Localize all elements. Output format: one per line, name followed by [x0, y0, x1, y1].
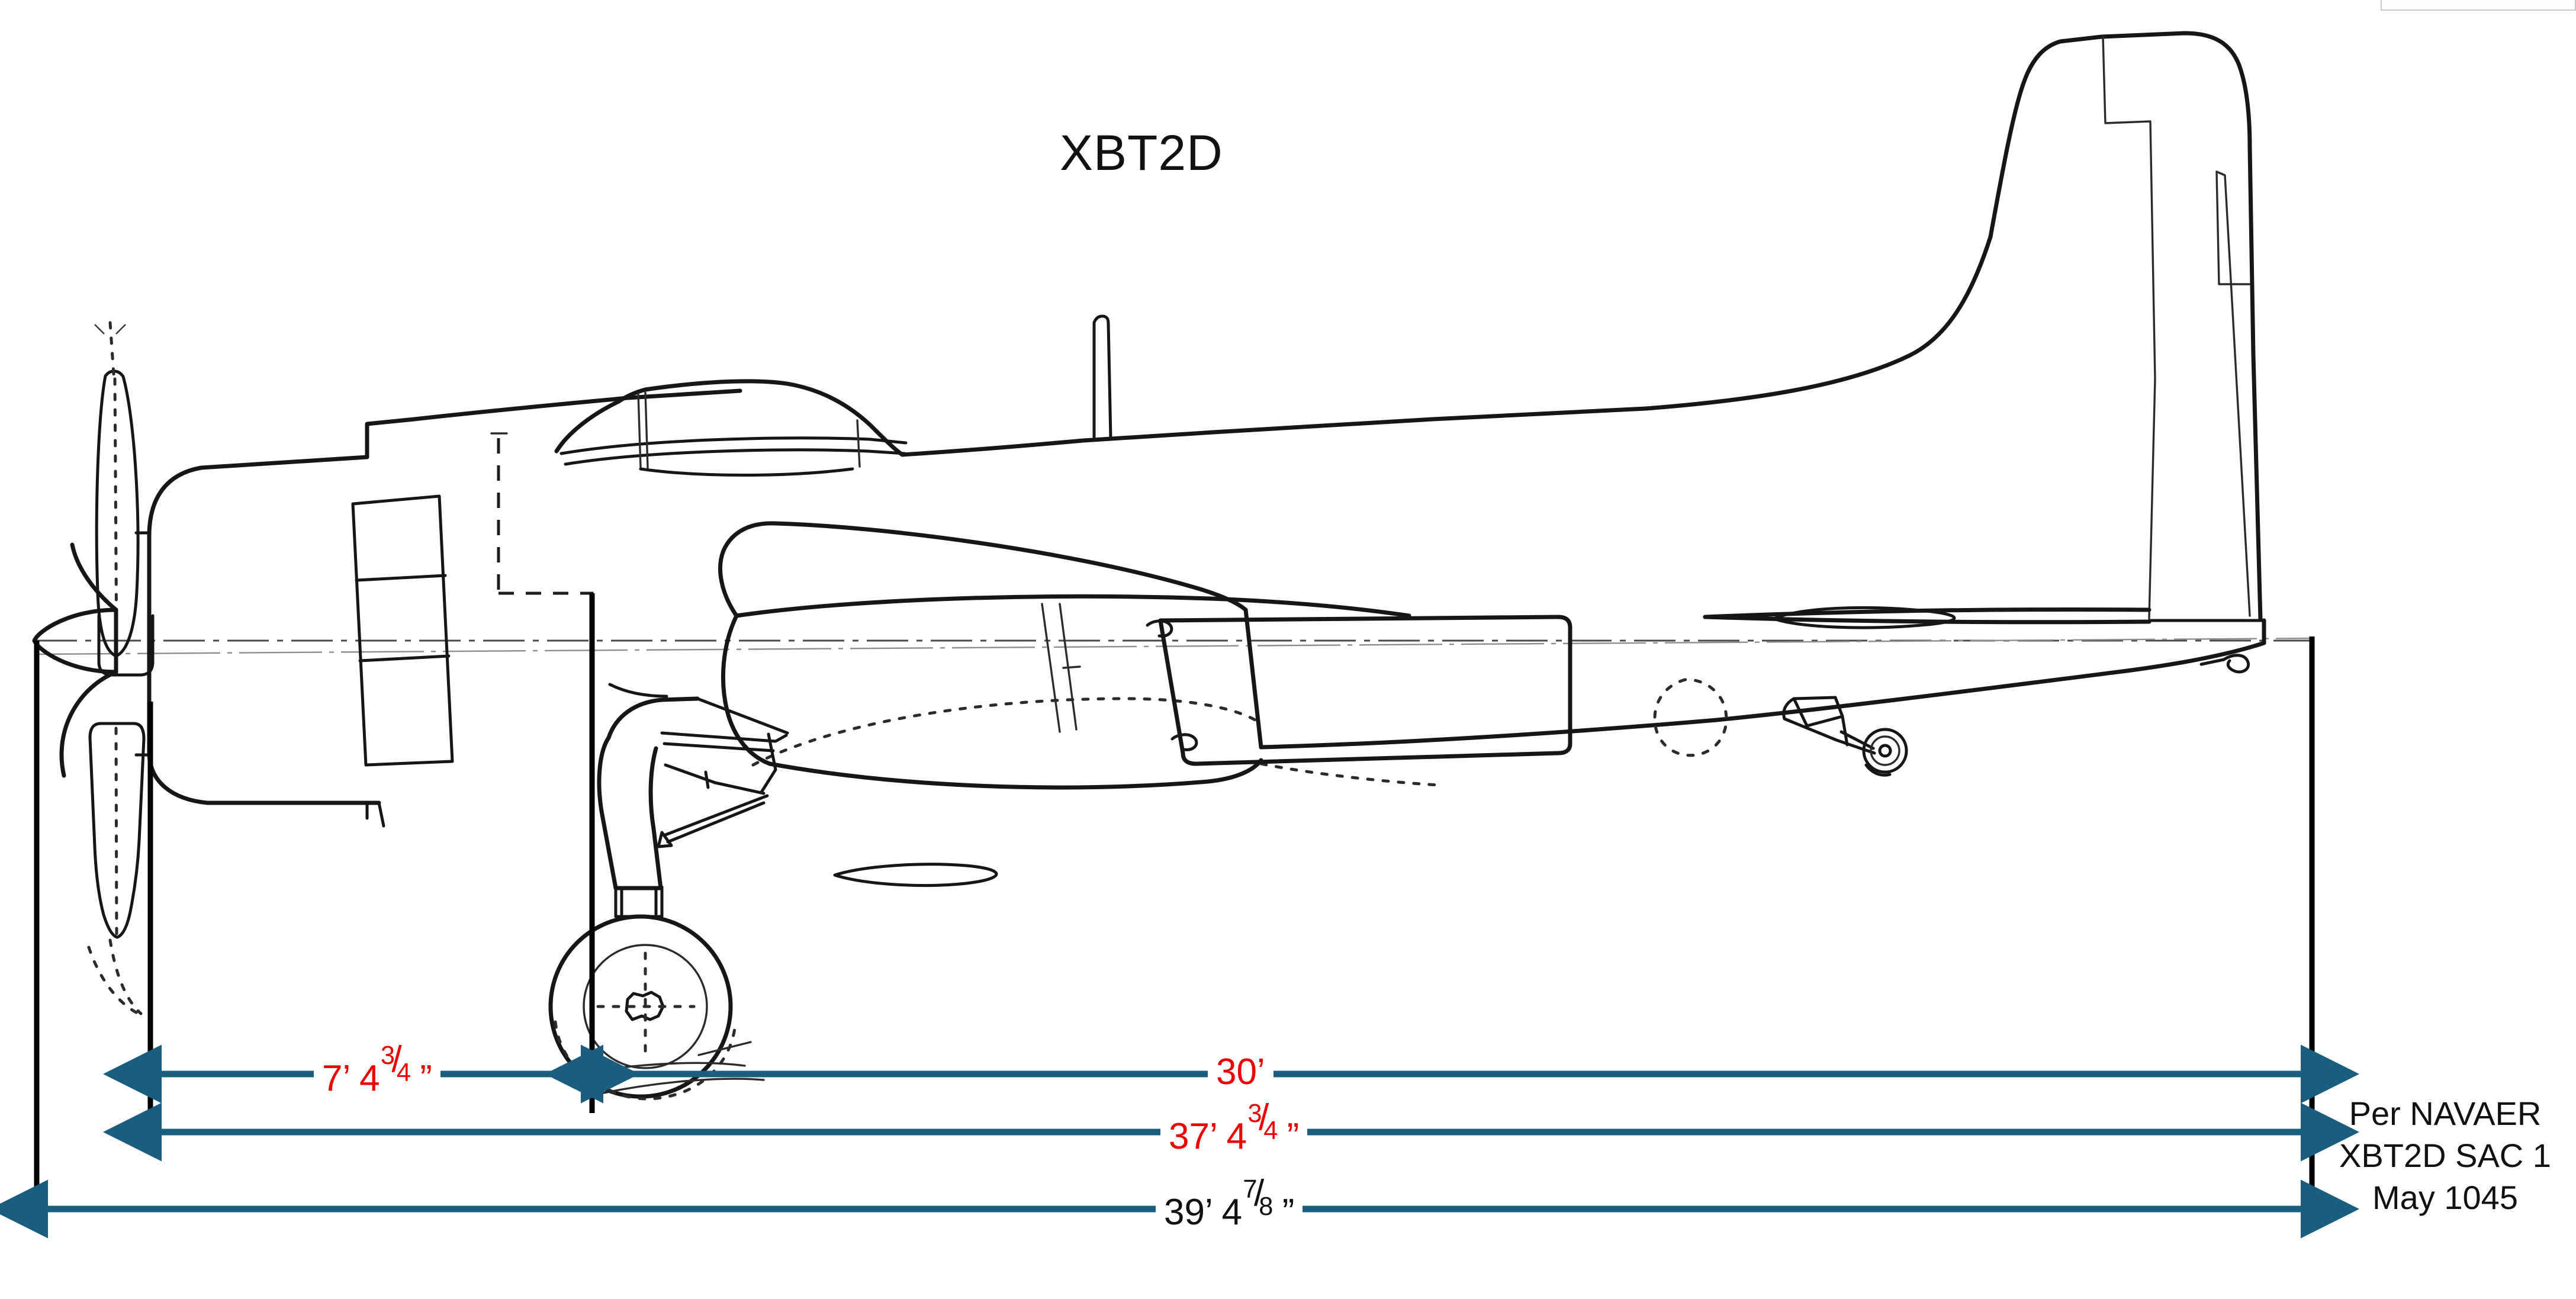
dimension-label-main-gear-to-tail: 30’ [1208, 1054, 1273, 1091]
fraction-slash: / [1253, 1172, 1265, 1214]
dim-whole: 30’ [1216, 1052, 1265, 1092]
source-note-line-2: XBT2D SAC 1 [2339, 1137, 2551, 1175]
fraction-slash: / [391, 1038, 402, 1080]
dim-whole: 37’ 4 [1169, 1116, 1247, 1157]
dim-fraction: 3/4 [1247, 1097, 1278, 1146]
dim-whole: 39’ 4 [1164, 1192, 1243, 1233]
source-note: Per NAVAER XBT2D SAC 1 May 1045 [2321, 1092, 2569, 1218]
inch-mark: ” [1287, 1116, 1300, 1157]
source-note-line-1: Per NAVAER [2349, 1095, 2542, 1132]
dim-whole: 7’ 4 [322, 1058, 380, 1099]
page-title: XBT2D [1060, 125, 1223, 181]
fraction-slash: / [1258, 1097, 1269, 1138]
inch-mark: ” [420, 1058, 432, 1099]
inch-mark: ” [1282, 1192, 1295, 1233]
scrollbar-fragment[interactable] [2381, 0, 2576, 11]
dim-fraction: 3/4 [380, 1038, 411, 1088]
source-note-line-3: May 1045 [2372, 1179, 2518, 1217]
dim-fraction: 7/8 [1243, 1172, 1273, 1221]
